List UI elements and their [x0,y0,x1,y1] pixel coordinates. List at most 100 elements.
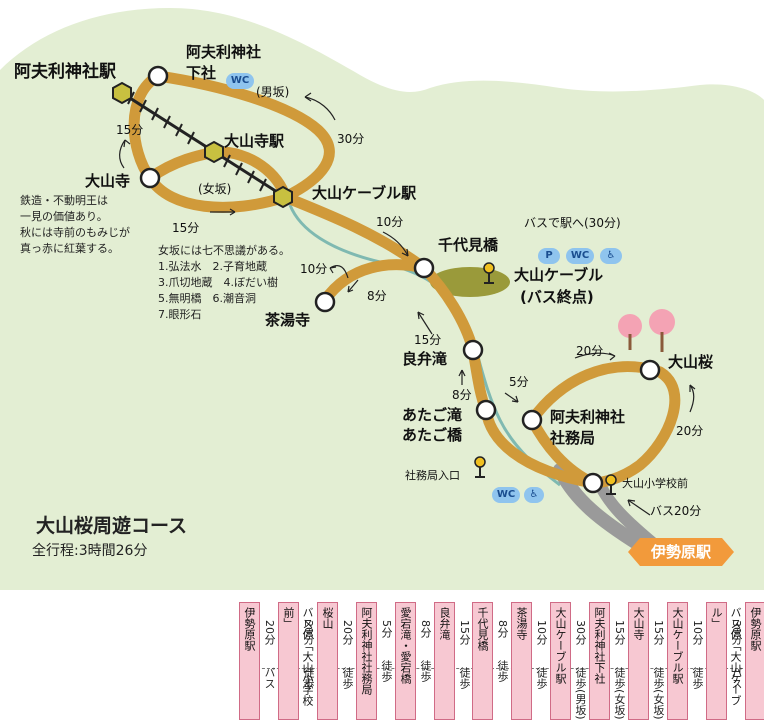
point-atagotaki [475,399,497,421]
course-map: 阿夫利神社駅 阿夫利神社 下社 WC (男坂) 大山寺駅 30分 15分 大山寺… [0,8,764,590]
timeline-stop-label: 大山ケーブル駅 [671,607,684,684]
timeline-stop: 良弁滝 [434,602,455,720]
time-onnazaka: 15分 [172,221,200,235]
timeline-stop-label: バス停「大山小学校前」 [282,607,314,706]
timeline-stop-label: 阿夫利神社社務局 [360,607,373,695]
label-shamusho-2: 社務局 [550,429,596,447]
timeline-segment-time: 15分 [613,620,626,645]
label-onnazaka: (女坂) [198,182,232,196]
timeline-stop: 大山ケーブル駅 [550,602,571,720]
timeline-segment: 20分徒歩 [298,620,318,689]
time-sakura: 20分 [576,344,604,358]
station-cable [273,185,293,209]
timeline-stop: バス停「大山ケーブル」 [706,602,742,720]
trail-loop-sakura [526,361,681,489]
note-oyamadera: 鉄造・不動明王は 一見の価値あり。 秋には寺前のもみじが 真っ赤に紅葉する。 [20,193,130,257]
timeline-segment-mode: 徒歩 [419,660,432,682]
label-bus-terminal-2: (バス終点) [520,288,594,306]
trail-chato [319,259,430,306]
timeline-stop-label: 大山ケーブル駅 [554,607,567,684]
timeline-stop: 桜山 [317,602,338,720]
timeline-segment-mode: バス [263,667,276,689]
timeline-segment-mode: 徒歩 [380,660,393,682]
timeline-stop-label: 千代見橋 [476,607,489,651]
cherry-trees [618,309,675,352]
timeline-segment: 20分徒歩 [337,620,357,689]
note-onnazaka-line: 女坂には七不思議がある。 [158,244,290,257]
time-chato-8: 8分 [367,289,387,303]
trail-atago-school [480,404,599,489]
label-afuri-station: 阿夫利神社駅 [14,62,116,82]
timeline-segment: 30分バス [726,620,746,689]
point-school [582,472,604,494]
course-title: 大山桜周遊コース [36,515,188,537]
label-chatoji: 茶湯寺 [265,311,311,329]
timeline-segment-time: 20分 [341,620,354,645]
wc-badge-cable: WC [566,248,594,264]
point-oyamadera [139,167,161,189]
label-cable-station: 大山ケーブル駅 [312,184,417,202]
parking-badge: P [538,248,560,264]
timeline-stop: 阿夫利神社下社 [589,602,610,720]
timeline-segment-time: 15分 [458,620,471,645]
time-upper: 15分 [116,123,144,137]
timeline-segment: 20分バス [259,620,279,689]
timeline-stop-label: 愛宕滝・愛宕橋 [399,607,412,684]
course-total-time: 全行程:3時間26分 [32,543,148,559]
trail-upper-loop [128,70,164,184]
note-onnazaka: 女坂には七不思議がある。 1.弘法水 2.子育地蔵 3.爪切地蔵 4.ぼだい樹 … [158,243,290,323]
timeline-segment-mode: 徒歩 [458,667,471,689]
label-atagotaki-1: あたご滝 [402,406,463,424]
timeline-segment: 10分徒歩 [531,620,551,689]
time-atago: 8分 [452,388,472,402]
label-shimosha-2: 下社 [186,64,217,82]
label-shamusho-1: 阿夫利神社 [550,408,626,426]
course-timeline: 伊勢原駅バス停「大山小学校前」桜山阿夫利神社社務局愛宕滝・愛宕橋良弁滝千代見橋茶… [0,590,764,726]
note-oyamadera-line: 真っ赤に紅葉する。 [20,241,119,255]
point-ryobentaki [462,339,484,361]
timeline-segment-mode: 徒歩(女坂) [613,667,626,720]
timeline-stop: 伊勢原駅 [745,602,764,720]
note-onnazaka-line: 5.無明橋 6.潮音洞 [158,291,256,305]
label-ryobentaki: 良弁滝 [402,350,448,368]
terminal-station: 伊勢原駅 [628,538,734,566]
timeline-stop: バス停「大山小学校前」 [278,602,314,720]
timeline-segment-mode: 徒歩 [691,667,704,689]
label-bus-to-station: バスで駅へ(30分) [524,216,621,230]
trail-otokozaka [152,70,335,203]
timeline-stop-label: 桜山 [321,607,334,629]
timeline-segment-time: 30分 [730,620,743,645]
cable-railway [121,91,286,199]
timeline-segment: 8分徒歩 [415,620,435,682]
timeline-segment-time: 5分 [380,620,393,638]
note-onnazaka-line: 3.爪切地蔵 4.ぼだい樹 [158,275,278,289]
point-shamusho [521,409,543,431]
time-loop: 20分 [676,424,704,438]
label-shamusho-entrance: 社務局入口 [405,469,460,482]
label-atagotaki-2: あたご橋 [402,426,463,444]
timeline-stop-label: 良弁滝 [438,607,451,640]
timeline-stop: 大山ケーブル駅 [667,602,688,720]
timeline-segment: 5分徒歩 [376,620,396,682]
label-bus-20: バス20分 [650,504,702,518]
label-bus-terminal-1: 大山ケーブル [514,266,604,284]
label-school-stop: 大山小学校前 [622,477,688,490]
time-ryoben: 15分 [414,333,442,347]
timeline-stop: 伊勢原駅 [239,602,260,720]
map-graphics [0,8,764,590]
note-onnazaka-line: 7.眼形石 [158,307,202,321]
point-chatoji [314,291,336,313]
timeline-stop: 愛宕滝・愛宕橋 [395,602,416,720]
terminal-shape [628,538,734,566]
time-otokozaka: 30分 [337,132,365,146]
time-cable: 10分 [376,215,404,229]
timeline-stop-label: 阿夫利神社下社 [593,607,606,684]
time-chato-10: 10分 [300,262,328,276]
trail-to-chiyomi [279,191,430,274]
timeline-segment-time: 8分 [419,620,432,638]
timeline-segment-time: 20分 [263,620,276,645]
station-oyamadera [204,140,224,164]
timeline-segment-time: 30分 [574,620,587,645]
station-afuri [112,81,132,105]
timeline-segment-time: 20分 [302,620,315,645]
